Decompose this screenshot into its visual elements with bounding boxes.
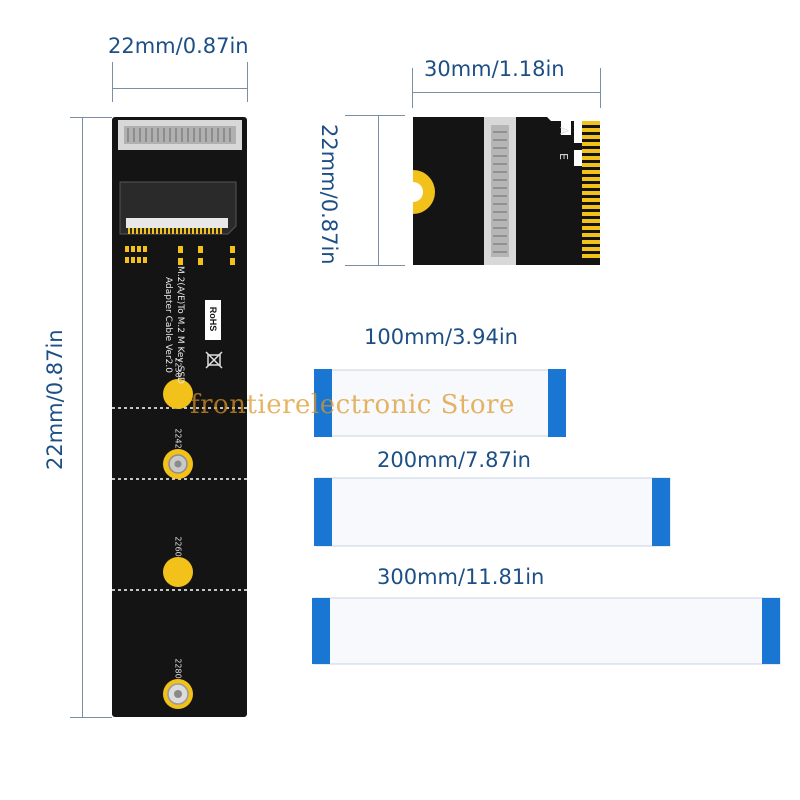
store-watermark: frontierelectronic Store	[190, 390, 515, 420]
key-width-line	[412, 92, 600, 93]
mount-2260-pad	[163, 557, 193, 587]
cable-200mm	[314, 477, 671, 547]
board-length-tick-bottom	[70, 717, 112, 718]
key-height-tick-bottom	[345, 265, 405, 266]
cable-200mm-label: 200mm/7.87in	[377, 448, 531, 472]
board-length-tick-top	[70, 117, 112, 118]
cable-300mm-label: 300mm/11.81in	[377, 565, 545, 589]
cable-100mm-label: 100mm/3.94in	[364, 325, 518, 349]
key-width-label: 30mm/1.18in	[424, 57, 565, 81]
gold-fingers	[582, 121, 600, 258]
adapter-board	[112, 117, 247, 717]
solder-pads	[125, 246, 235, 265]
mount-2230-pad	[163, 379, 193, 409]
board-width-tick-right	[247, 62, 248, 102]
weee-mark	[205, 351, 223, 369]
key-height-line	[378, 115, 379, 265]
silkscreen-line1: M.2(A/E)To M.2 M Key SSD	[175, 266, 185, 384]
key-height-tick-top	[345, 115, 405, 116]
board-width-label: 22mm/0.87in	[108, 34, 249, 58]
key-card	[413, 117, 600, 265]
key-card-notch	[413, 170, 435, 214]
silkscreen-line2: Adapter Cable Ver2.0	[163, 277, 173, 373]
key-width-tick-right	[600, 68, 601, 108]
board-length-line	[82, 117, 83, 717]
mount-label-2230: 2230	[173, 357, 183, 378]
rohs-mark: RoHS	[208, 306, 218, 332]
cable-100mm	[314, 369, 566, 437]
key-width-tick-left	[412, 68, 413, 108]
board-width-line	[112, 88, 247, 89]
mount-label-2260: 2260	[173, 536, 183, 557]
board-width-tick-left	[112, 62, 113, 102]
key-letter-e: E	[556, 153, 570, 160]
key-letter-a: A	[557, 126, 571, 135]
cable-300mm	[312, 597, 781, 665]
mount-label-2242: 2242	[173, 428, 183, 449]
mount-label-2280: 2280	[173, 658, 183, 679]
